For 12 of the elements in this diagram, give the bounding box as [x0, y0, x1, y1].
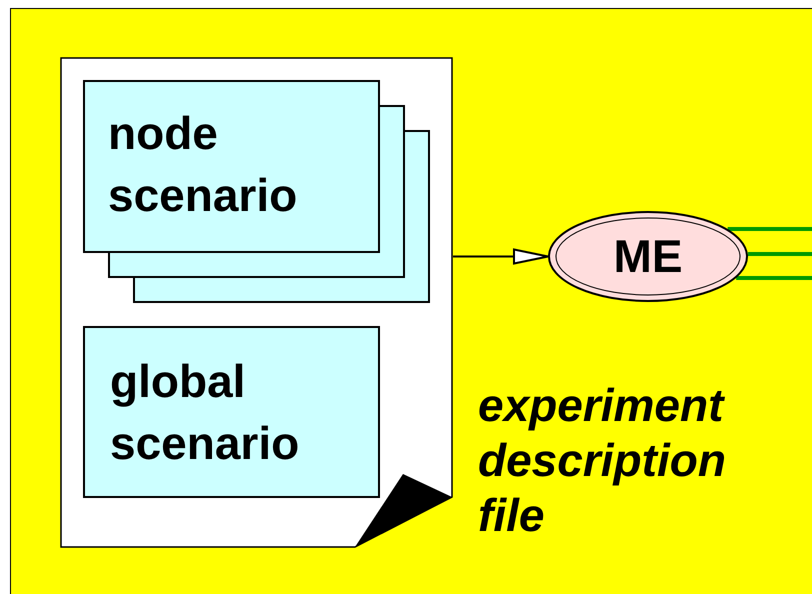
module-ellipse	[548, 211, 748, 302]
module-label: ME	[612, 229, 684, 284]
scenario-label: node scenario	[108, 106, 298, 223]
arrow	[453, 248, 549, 264]
document-shape	[60, 57, 453, 548]
scenario-card	[83, 326, 380, 498]
document-caption: experiment description file	[478, 378, 727, 543]
connector-line	[728, 227, 812, 231]
scenario-label: global scenario	[110, 354, 300, 471]
card-stack	[83, 80, 430, 303]
connector-line	[748, 252, 812, 256]
connector-line	[736, 276, 812, 280]
